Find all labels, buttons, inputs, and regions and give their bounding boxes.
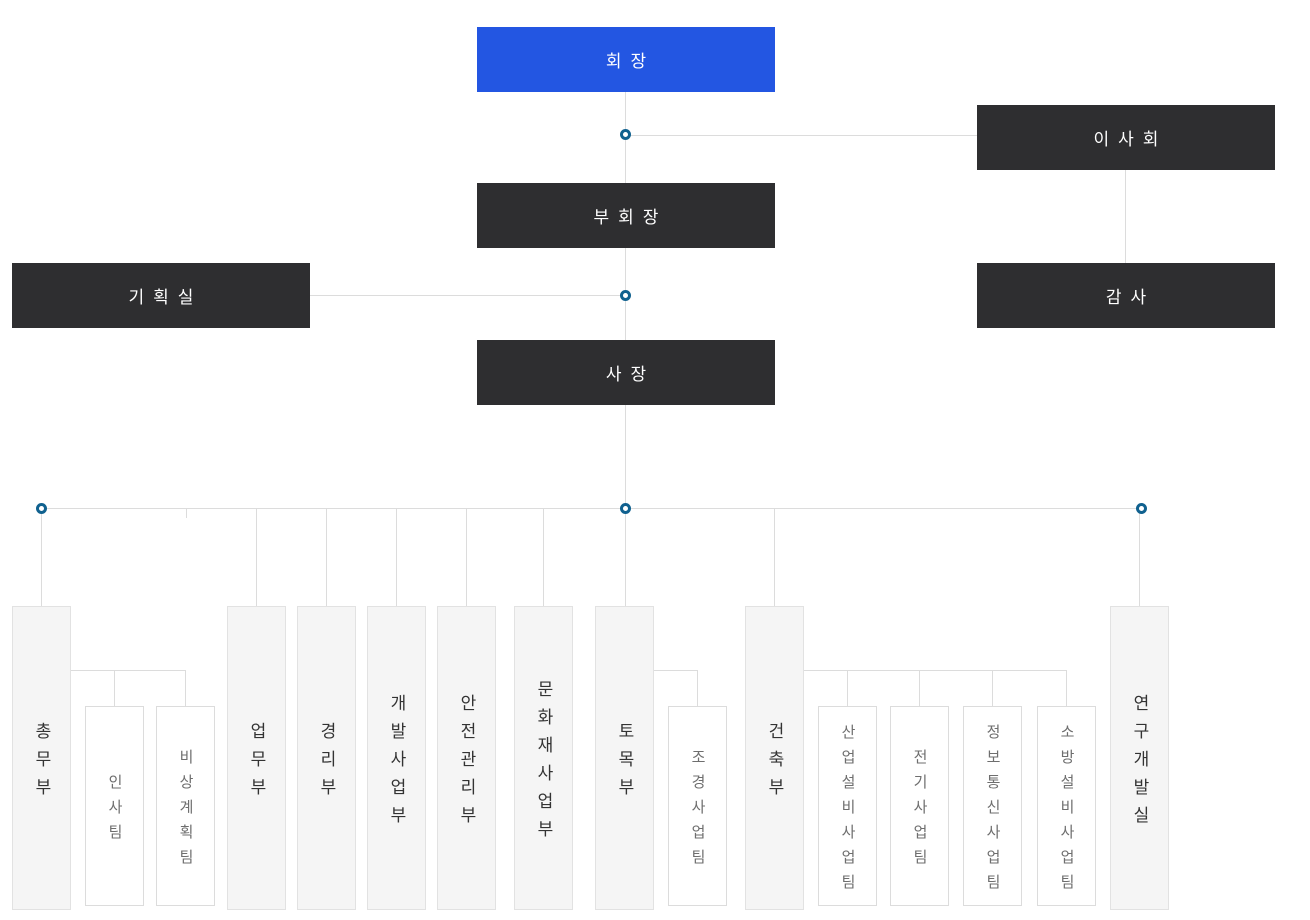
branch-general-affairs-teams xyxy=(70,670,186,671)
team-emergency-planning: 비상계획팀 xyxy=(156,706,215,906)
team-industrial-facilities: 산업설비사업팀 xyxy=(818,706,877,906)
dept-accounting: 경리부 xyxy=(297,606,356,910)
branch-architecture-teams xyxy=(804,670,1067,671)
connector-president-bus xyxy=(625,405,626,508)
drop-safety xyxy=(466,508,467,606)
dept-cultural-heritage: 문화재사업부 xyxy=(514,606,573,910)
team-label: 조경사업팀 xyxy=(689,748,706,874)
collapse-toggle-dot[interactable] xyxy=(1136,503,1147,514)
node-planning-office: 기획실 xyxy=(12,263,310,328)
node-chairman: 회장 xyxy=(477,27,775,92)
team-label: 인사팀 xyxy=(106,773,123,849)
branch-civil-engineering-teams xyxy=(653,670,697,671)
dept-label: 총무부 xyxy=(32,721,51,806)
collapse-toggle-dot[interactable] xyxy=(36,503,47,514)
dept-label: 개발사업부 xyxy=(387,693,406,834)
node-board-label: 이사회 xyxy=(1093,130,1168,149)
drop-firefighting-facilities-team xyxy=(1066,670,1067,706)
drop-info-communications-team xyxy=(992,670,993,706)
team-electrical: 전기사업팀 xyxy=(890,706,949,906)
drop-electrical-team xyxy=(919,670,920,706)
team-info-communications: 정보통신사업팀 xyxy=(963,706,1022,906)
node-vice-chairman: 부회장 xyxy=(477,183,775,248)
team-label: 소방설비사업팀 xyxy=(1058,723,1075,899)
team-label: 산업설비사업팀 xyxy=(839,723,856,899)
drop-architecture xyxy=(774,508,775,606)
dept-rnd-office: 연구개발실 xyxy=(1110,606,1169,910)
team-hr: 인사팀 xyxy=(85,706,144,906)
team-firefighting-facilities: 소방설비사업팀 xyxy=(1037,706,1096,906)
node-auditor: 감사 xyxy=(977,263,1275,328)
node-vice-chairman-label: 부회장 xyxy=(593,208,668,227)
dept-architecture: 건축부 xyxy=(745,606,804,910)
drop-rnd xyxy=(1139,508,1140,606)
drop-industrial-facilities-team xyxy=(847,670,848,706)
drop-stub xyxy=(186,508,187,518)
drop-landscaping-team xyxy=(697,670,698,706)
dept-label: 토목부 xyxy=(615,721,634,806)
node-president: 사장 xyxy=(477,340,775,405)
connector-department-bus xyxy=(42,508,1142,509)
drop-accounting xyxy=(326,508,327,606)
drop-emergency-planning-team xyxy=(185,670,186,706)
drop-hr-team xyxy=(114,670,115,706)
collapse-toggle-dot[interactable] xyxy=(620,290,631,301)
node-auditor-label: 감사 xyxy=(1105,288,1156,307)
drop-civil-engineering xyxy=(625,508,626,606)
drop-cultural-heritage xyxy=(543,508,544,606)
connector-to-planning-office xyxy=(310,295,626,296)
team-landscaping: 조경사업팀 xyxy=(668,706,727,906)
drop-general-affairs xyxy=(41,508,42,606)
dept-civil-engineering: 토목부 xyxy=(595,606,654,910)
team-label: 비상계획팀 xyxy=(177,748,194,874)
dept-label: 안전관리부 xyxy=(457,693,476,834)
node-chairman-label: 회장 xyxy=(605,52,656,71)
dept-general-affairs: 총무부 xyxy=(12,606,71,910)
drop-business xyxy=(256,508,257,606)
team-label: 정보통신사업팀 xyxy=(984,723,1001,899)
node-planning-office-label: 기획실 xyxy=(128,288,203,307)
node-board-of-directors: 이사회 xyxy=(977,105,1275,170)
dept-label: 업무부 xyxy=(247,721,266,806)
connector-to-board xyxy=(626,135,977,136)
dept-label: 경리부 xyxy=(317,721,336,806)
collapse-toggle-dot[interactable] xyxy=(620,129,631,140)
dept-development: 개발사업부 xyxy=(367,606,426,910)
dept-business: 업무부 xyxy=(227,606,286,910)
collapse-toggle-dot[interactable] xyxy=(620,503,631,514)
drop-development xyxy=(396,508,397,606)
connector-board-auditor xyxy=(1125,170,1126,263)
dept-label: 건축부 xyxy=(765,721,784,806)
team-label: 전기사업팀 xyxy=(911,748,928,874)
node-president-label: 사장 xyxy=(605,365,656,384)
dept-label: 연구개발실 xyxy=(1130,693,1149,834)
dept-safety-management: 안전관리부 xyxy=(437,606,496,910)
dept-label: 문화재사업부 xyxy=(534,679,553,848)
